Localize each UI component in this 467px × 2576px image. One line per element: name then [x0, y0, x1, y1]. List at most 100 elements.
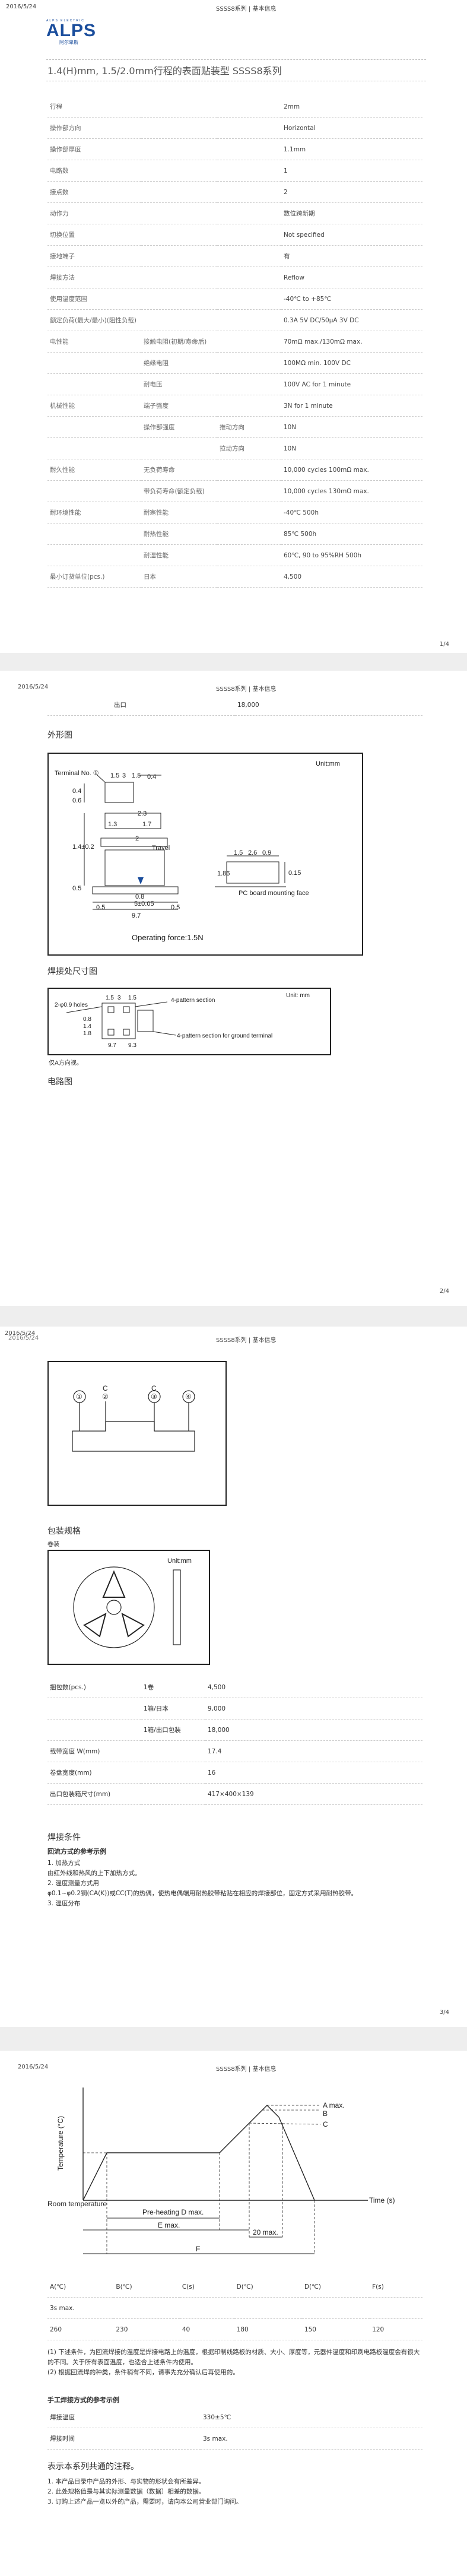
spec-label: 额定负荷(最大/最小)(阻性负载): [47, 309, 141, 331]
spec-sub-label: [141, 245, 217, 267]
spec-row: 额定负荷(最大/最小)(阻性负载) 0.3A 5V DC/50μA 3V DC: [47, 309, 422, 331]
spec-value: 4,500: [281, 566, 422, 588]
spec-value: 100MΩ min. 100V DC: [281, 352, 422, 374]
spec-sub-label-2: [217, 96, 281, 118]
spec-sub-label-2: [217, 224, 281, 246]
spec-value: 0.3A 5V DC/50μA 3V DC: [281, 309, 422, 331]
spec-label: 机械性能: [47, 395, 141, 417]
profile-value: 260: [47, 2318, 114, 2340]
profile-notes: (1) 下述条件，为回流焊接的温度是焊接电路上的温度，根据印制线路板的材质、大小…: [47, 2347, 425, 2378]
direction-arrow-icon: [138, 877, 144, 884]
spec-value: 10N: [281, 437, 422, 459]
dim-v4: 0.5: [72, 885, 81, 892]
profile-header: A(℃): [47, 2276, 114, 2298]
packing-label: 1箱/日本: [141, 1698, 205, 1720]
pcb-label: PC board mounting face: [239, 890, 309, 897]
profile-c-label: C: [323, 2120, 328, 2128]
dim-d7: 1.7: [142, 821, 151, 828]
spec-sub-label-2: [217, 331, 281, 353]
packing-value: 417×400×139: [205, 1783, 422, 1805]
spec-label: [47, 416, 141, 438]
spec-value: -40℃ to +85℃: [281, 288, 422, 310]
print-date: 2016/5/24: [6, 4, 37, 10]
spec-sub-label-2: 拉动方向: [217, 437, 281, 459]
spec-sub-label: [141, 224, 217, 246]
solder-subtitle: 回流方式的参考示例: [47, 1848, 106, 1855]
profile-value: 40: [179, 2318, 234, 2340]
circuit-diagram: ① C ② C ③ ④: [47, 1361, 227, 1506]
common-note: 2. 此处规格值是与其实际测量数据（数据）相差的数据。: [47, 2488, 205, 2495]
spec-label: 耐久性能: [47, 459, 141, 481]
export-label: 出口: [112, 694, 235, 716]
spec-value: 10,000 cycles 100mΩ max.: [281, 459, 422, 481]
spec-label: 动作力: [47, 202, 141, 224]
spec-sub-label: [141, 96, 217, 118]
spec-sub-label: 接触电阻(初期/寿命后): [141, 331, 217, 353]
spec-sub-label-2: [217, 245, 281, 267]
profile-20-label: 20 max.: [253, 2228, 278, 2236]
spec-value: 2: [281, 181, 422, 203]
spec-sub-label-2: [217, 352, 281, 374]
circuit-svg: ① C ② C ③ ④: [72, 1384, 195, 1452]
dim-d13: 0.5: [171, 904, 180, 911]
spec-row: 绝缘电阻 100MΩ min. 100V DC: [47, 352, 422, 374]
dim-d2: 3: [122, 772, 126, 779]
spec-row: 接地端子有: [47, 245, 422, 267]
dim-d8: 2: [135, 835, 139, 842]
dim-v2: 0.6: [72, 797, 81, 804]
spec-sub-label-2: [217, 309, 281, 331]
solder-title: 焊接条件: [47, 1833, 81, 1842]
packing-value: 9,000: [205, 1698, 422, 1720]
reel-svg: Unit:mm: [73, 1557, 192, 1648]
dim-d9: 0.8: [135, 893, 144, 900]
profile-room-label: Room temperature: [47, 2200, 107, 2208]
reel-drawing: Unit:mm: [47, 1550, 210, 1665]
profile-value: 230: [113, 2318, 180, 2340]
page-number: 3/4: [439, 2009, 449, 2016]
pattern-4-label: 4-pattern section: [171, 997, 215, 1004]
packing-value: 16: [205, 1762, 422, 1784]
spec-row: 动作力 数位跨新期: [47, 202, 422, 224]
terminal-label: Terminal No. ①: [55, 770, 99, 777]
spec-sub-label: [141, 267, 217, 288]
packing-label: [141, 1783, 205, 1805]
common-notes: 1. 本产品目录中产品的外形、与实物的形状会有所差异。2. 此处规格值是与其实际…: [47, 2477, 425, 2507]
profile-header: D(℃): [234, 2276, 302, 2298]
spec-sub-label: 绝缘电阻: [141, 352, 217, 374]
dim-d10: 5±0.05: [134, 900, 154, 908]
spec-sub-label: [141, 181, 217, 203]
dim-d5: 2.3: [138, 810, 147, 817]
pattern-title: 焊接处尺寸图: [47, 967, 97, 976]
spec-label: 操作部方向: [47, 117, 141, 139]
outline-title: 外形图: [47, 731, 72, 740]
profile-header: D(℃): [301, 2276, 370, 2298]
spec-value: Horizontal: [281, 117, 422, 139]
spec-sub-label-2: [217, 544, 281, 566]
pattern-unit: Unit: mm: [286, 992, 310, 999]
spec-row: 耐环境性能耐寒性能-40℃ 500h: [47, 502, 422, 524]
spec-sub-label-2: [217, 502, 281, 524]
circuit-c1: C: [103, 1384, 108, 1392]
packing-label: 出口包装箱尺寸(mm): [47, 1783, 141, 1805]
spec-label: 行程: [47, 96, 141, 118]
packing-value: 18,000: [205, 1719, 422, 1741]
spec-value: 数位跨新期: [281, 202, 422, 224]
packing-value: 4,500: [205, 1677, 422, 1698]
spec-sub-label: [141, 117, 217, 139]
spec-value: 10,000 cycles 130mΩ max.: [281, 480, 422, 502]
circuit-t4: ④: [185, 1392, 192, 1401]
page-title: 1.4(H)mm, 1.5/2.0mm行程的表面贴装型 SSSS8系列: [47, 65, 282, 77]
travel-label: Travel: [152, 845, 170, 852]
dim-d14: 1.5: [234, 849, 243, 856]
spec-sub-label-2: [217, 117, 281, 139]
dim-v3: 1.4±0.2: [72, 843, 94, 851]
dim-p2: 3: [117, 995, 121, 1001]
